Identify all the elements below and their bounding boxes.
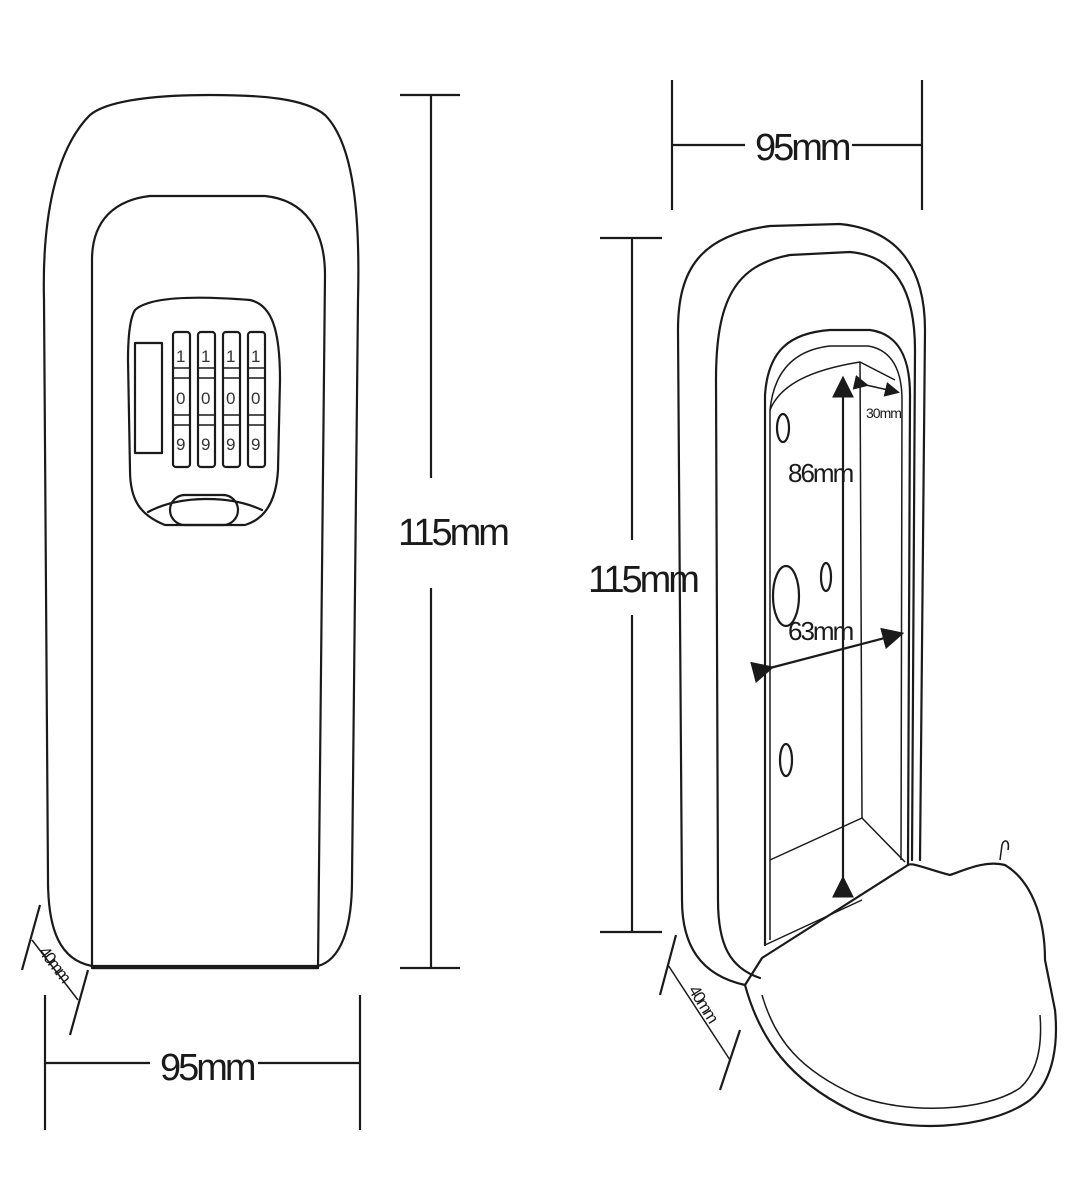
dial-3-bottom: 9 (226, 435, 235, 454)
opening-rim-outer (763, 328, 912, 947)
mount-hole-1 (775, 412, 791, 444)
cavity-floor-edge (769, 817, 906, 863)
front-width-dimension: 95mm (43, 995, 362, 1130)
dial-4-top: 1 (251, 347, 260, 366)
dial-1-bottom: 9 (176, 435, 185, 454)
inner-width-dimension: 63mm (750, 616, 905, 684)
cavity-corner-edge (859, 361, 863, 819)
open-height-dimension: 115mm (588, 236, 701, 934)
open-depth-dimension: 40mm (658, 934, 742, 1091)
dial-2-top: 1 (201, 347, 210, 366)
open-frame-inner (714, 250, 917, 980)
release-button (168, 493, 240, 527)
front-height-dimension: 115mm (398, 93, 511, 970)
front-panel-outline (90, 194, 327, 970)
open-view-lockbox (676, 222, 1058, 1128)
dial-3-middle: 0 (226, 389, 235, 408)
open-door-outline (743, 862, 1058, 1128)
front-height-label: 115mm (398, 512, 508, 554)
front-width-label: 95mm (160, 1047, 255, 1089)
dial-4-middle: 0 (251, 389, 260, 408)
cavity-back-wall (769, 361, 896, 411)
front-body-outline (42, 93, 360, 968)
dial-3-top: 1 (226, 347, 235, 366)
dial-2-middle: 0 (201, 389, 210, 408)
front-view-lockbox: 1 0 9 1 0 9 1 0 9 (42, 93, 360, 970)
inner-depth-dimension: 30mm (852, 375, 902, 421)
dial-3: 1 0 9 (221, 330, 242, 469)
inner-height-label: 86mm (788, 458, 853, 488)
dial-4-bottom: 9 (251, 435, 260, 454)
open-width-dimension: 95mm (670, 80, 924, 210)
dial-1-middle: 0 (176, 389, 185, 408)
open-body-outline (676, 222, 927, 987)
mount-hole-2 (819, 561, 833, 593)
front-depth-dimension: 40mm (20, 904, 90, 1036)
open-height-label: 115mm (588, 559, 698, 601)
keypad-housing (126, 296, 282, 527)
open-width-label: 95mm (755, 127, 850, 169)
mount-hole-3 (778, 742, 794, 778)
inner-depth-label: 30mm (866, 405, 901, 421)
dial-2: 1 0 9 (196, 330, 217, 469)
door-latch-tab (999, 840, 1010, 861)
dial-4: 1 0 9 (246, 330, 267, 469)
inner-height-dimension: 86mm (786, 375, 855, 898)
front-depth-label: 40mm (35, 943, 75, 987)
open-depth-label: 40mm (685, 982, 723, 1027)
dial-2-bottom: 9 (201, 435, 210, 454)
dial-1: 1 0 9 (171, 330, 192, 469)
mount-hole-large (771, 564, 801, 628)
dial-1-top: 1 (176, 347, 185, 366)
inner-width-label: 63mm (788, 616, 853, 646)
release-button-arc (146, 497, 264, 514)
cavity-floor-front (764, 899, 863, 946)
keypad-window (133, 341, 164, 455)
combination-dials: 1 0 9 1 0 9 1 0 9 (171, 330, 267, 469)
door-inner-rim (761, 994, 1042, 1109)
